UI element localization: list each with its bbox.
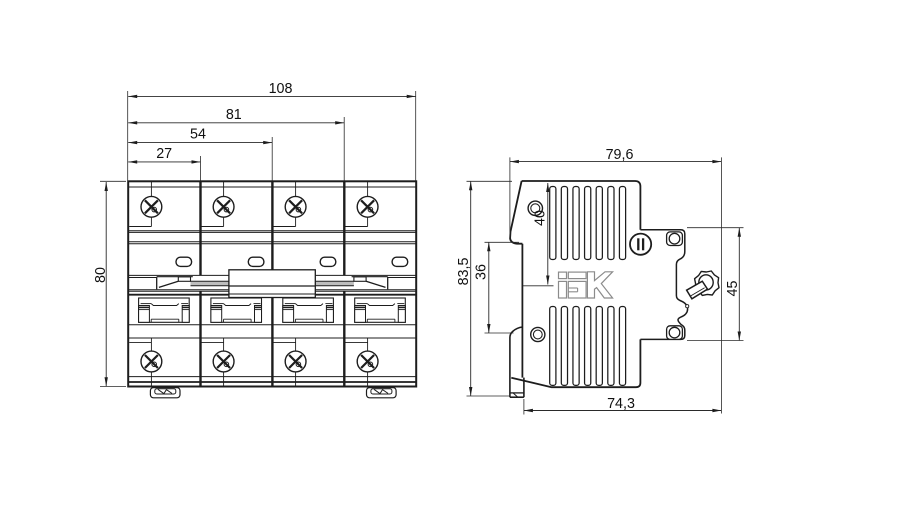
svg-text:40: 40 — [533, 210, 549, 226]
svg-text:83,5: 83,5 — [456, 258, 472, 286]
svg-text:54: 54 — [190, 127, 206, 143]
svg-text:45: 45 — [725, 281, 741, 297]
svg-text:27: 27 — [156, 146, 172, 162]
svg-text:36: 36 — [474, 264, 490, 280]
svg-text:108: 108 — [269, 81, 293, 97]
svg-text:81: 81 — [226, 107, 242, 123]
svg-text:79,6: 79,6 — [606, 147, 634, 163]
svg-text:74,3: 74,3 — [607, 396, 635, 412]
svg-text:80: 80 — [93, 267, 109, 283]
